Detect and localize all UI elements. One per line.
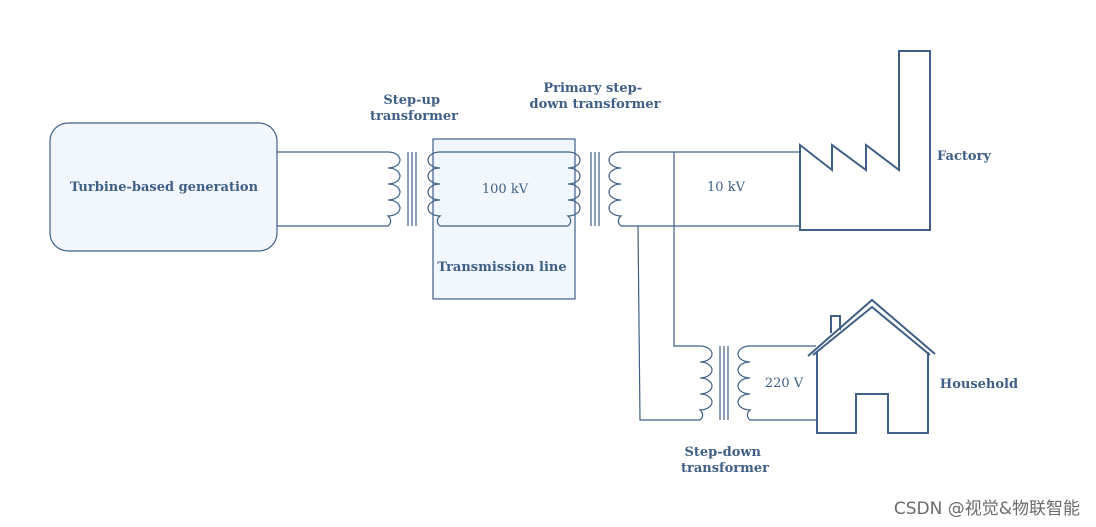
transmission-line-box [432, 138, 576, 300]
generation-box [49, 122, 278, 252]
primary-step-down-primary-coil [566, 151, 581, 227]
transmission-line-label: Transmission line [437, 260, 566, 275]
transmission-voltage-label: 100 kV [482, 182, 529, 197]
distribution-voltage-label: 10 kV [707, 180, 746, 195]
step-down-transformer-core [719, 346, 729, 420]
step-down-primary-coil [698, 345, 713, 421]
house-icon [807, 298, 936, 434]
step-up-transformer-label: Step-up transformer [370, 93, 458, 124]
primary-step-down-transformer-label: Primary step- down transformer [530, 81, 661, 112]
step-down-transformer-label: Step-down transformer [681, 445, 769, 476]
generation-label: Turbine-based generation [70, 180, 259, 195]
household-label: Household [940, 377, 1018, 392]
household-branch-wire-a [673, 152, 700, 347]
step-up-secondary-coil [427, 151, 442, 227]
step-up-primary-coil [277, 151, 401, 227]
factory-label: Factory [937, 149, 991, 164]
step-up-transformer-core [407, 152, 417, 226]
household-branch-wire-b [637, 225, 700, 421]
csdn-watermark: CSDN @视觉&物联智能 [894, 499, 1080, 519]
step-down-secondary-coil [737, 345, 752, 421]
household-voltage-label: 220 V [765, 376, 804, 391]
primary-step-down-secondary-coil [608, 151, 623, 227]
factory-icon [799, 50, 931, 231]
primary-step-down-core [590, 152, 600, 226]
